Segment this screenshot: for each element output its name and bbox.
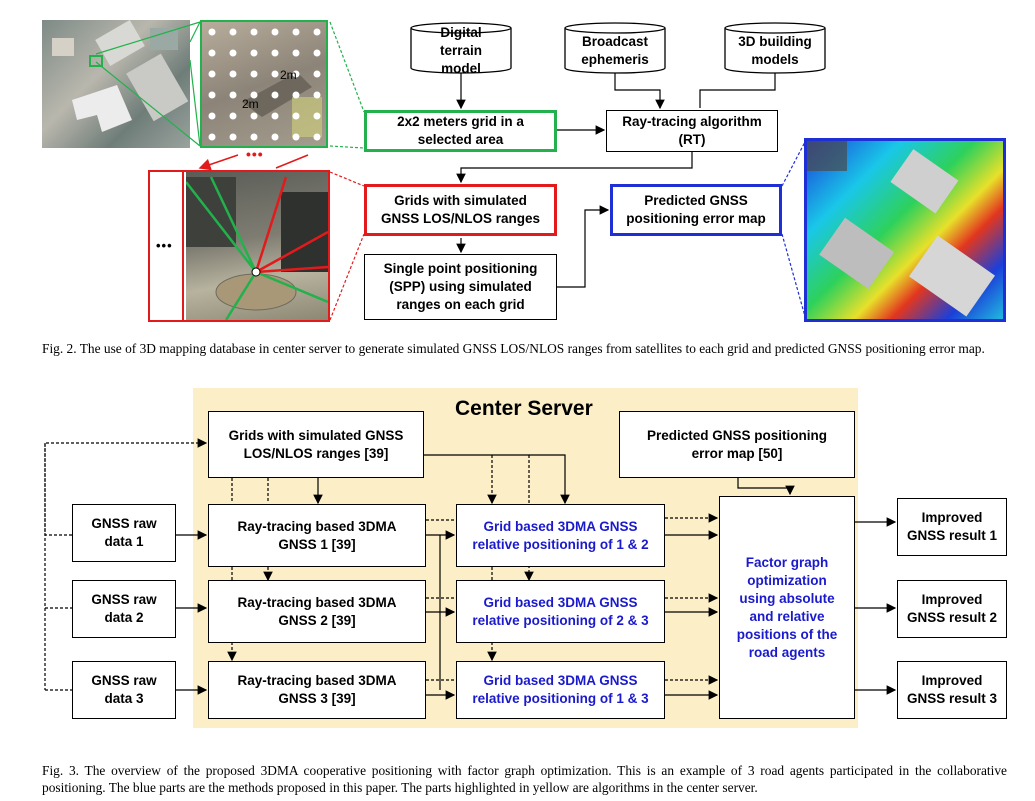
cylinder-terrain-model: Digital terrain model [410, 22, 512, 76]
grid-point [229, 91, 237, 99]
fig2-caption: Fig. 2. The use of 3D mapping database i… [42, 341, 985, 356]
grids-simulated-box: Grids with simulated GNSS LOS/NLOS range… [208, 411, 424, 478]
improved-gnss-result-3: Improved GNSS result 3 [897, 661, 1007, 719]
los-nlos-grids-box: Grids with simulated GNSS LOS/NLOS range… [364, 184, 557, 236]
grid-point [250, 49, 258, 57]
ray-tracing-3dma-3: Ray-tracing based 3DMA GNSS 3 [39] [208, 661, 426, 719]
grid-spacing-label-horizontal: 2m [242, 97, 259, 111]
aerial-city-image [42, 20, 190, 148]
grid-point [208, 112, 216, 120]
grid-point [250, 70, 258, 78]
grid-point [271, 70, 279, 78]
grid-point [208, 133, 216, 141]
center-server-title: Center Server [455, 397, 593, 420]
grid-point [250, 91, 258, 99]
grid-point [208, 49, 216, 57]
spp-box: Single point positioning (SPP) using sim… [364, 254, 557, 320]
grid-point [292, 28, 300, 36]
grid-point [208, 91, 216, 99]
grid-point [229, 28, 237, 36]
grid-point [208, 70, 216, 78]
ray-tracing-scene-image [186, 172, 328, 320]
grid-point [313, 112, 321, 120]
grid-point [271, 133, 279, 141]
grid-point [313, 49, 321, 57]
grid-point [271, 49, 279, 57]
grid-point [229, 133, 237, 141]
building-models-label: 3D building models [738, 34, 812, 67]
ray-tracing-3dma-1: Ray-tracing based 3DMA GNSS 1 [39] [208, 504, 426, 567]
grid-point [313, 28, 321, 36]
grid-closeup-image: 2m 2m [200, 20, 328, 148]
red-frame-stack [148, 170, 330, 322]
grid-spacing-label-vertical: 2m [280, 68, 297, 82]
grid-point [313, 133, 321, 141]
grid-point [229, 70, 237, 78]
grid-point [250, 28, 258, 36]
grid-point [271, 91, 279, 99]
grid-point [313, 91, 321, 99]
grid-point [271, 112, 279, 120]
gnss-raw-data-3: GNSS raw data 3 [72, 661, 176, 719]
grid-point [292, 49, 300, 57]
grid-point [292, 70, 300, 78]
ray-tracing-3dma-2: Ray-tracing based 3DMA GNSS 2 [39] [208, 580, 426, 643]
grid-point [292, 112, 300, 120]
grid-point [292, 133, 300, 141]
grid-point [229, 49, 237, 57]
grid-point [271, 28, 279, 36]
fig3-caption: Fig. 3. The overview of the proposed 3DM… [42, 763, 1007, 795]
grid-point [250, 133, 258, 141]
grid-point [292, 91, 300, 99]
ellipsis-red: ••• [246, 146, 264, 162]
grid-relative-positioning-1-2: Grid based 3DMA GNSS relative positionin… [456, 504, 665, 567]
error-map-image [804, 138, 1006, 322]
predicted-error-map-server-box: Predicted GNSS positioning error map [50… [619, 411, 855, 478]
grid-point [250, 112, 258, 120]
grid-area-box: 2x2 meters grid in a selected area [364, 110, 557, 152]
cylinder-building-models: 3D building models [724, 22, 826, 74]
ray-tracing-box: Ray-tracing algorithm (RT) [606, 110, 778, 152]
grid-relative-positioning-1-3: Grid based 3DMA GNSS relative positionin… [456, 661, 665, 719]
red-frame-stack-inner [148, 170, 184, 322]
grid-point [229, 112, 237, 120]
grid-point [313, 70, 321, 78]
ellipsis-black: ••• [156, 238, 173, 253]
factor-graph-optimization-box: Factor graph optimization using absolute… [719, 496, 855, 719]
improved-gnss-result-1: Improved GNSS result 1 [897, 498, 1007, 556]
predicted-error-map-box: Predicted GNSS positioning error map [610, 184, 782, 236]
cylinder-broadcast-ephemeris: Broadcast ephemeris [564, 22, 666, 74]
terrain-model-label: Digital terrain model [439, 25, 483, 76]
gnss-raw-data-2: GNSS raw data 2 [72, 580, 176, 638]
improved-gnss-result-2: Improved GNSS result 2 [897, 580, 1007, 638]
grid-relative-positioning-2-3: Grid based 3DMA GNSS relative positionin… [456, 580, 665, 643]
grid-point [208, 28, 216, 36]
gnss-raw-data-1: GNSS raw data 1 [72, 504, 176, 562]
ephemeris-label: Broadcast ephemeris [581, 34, 649, 67]
